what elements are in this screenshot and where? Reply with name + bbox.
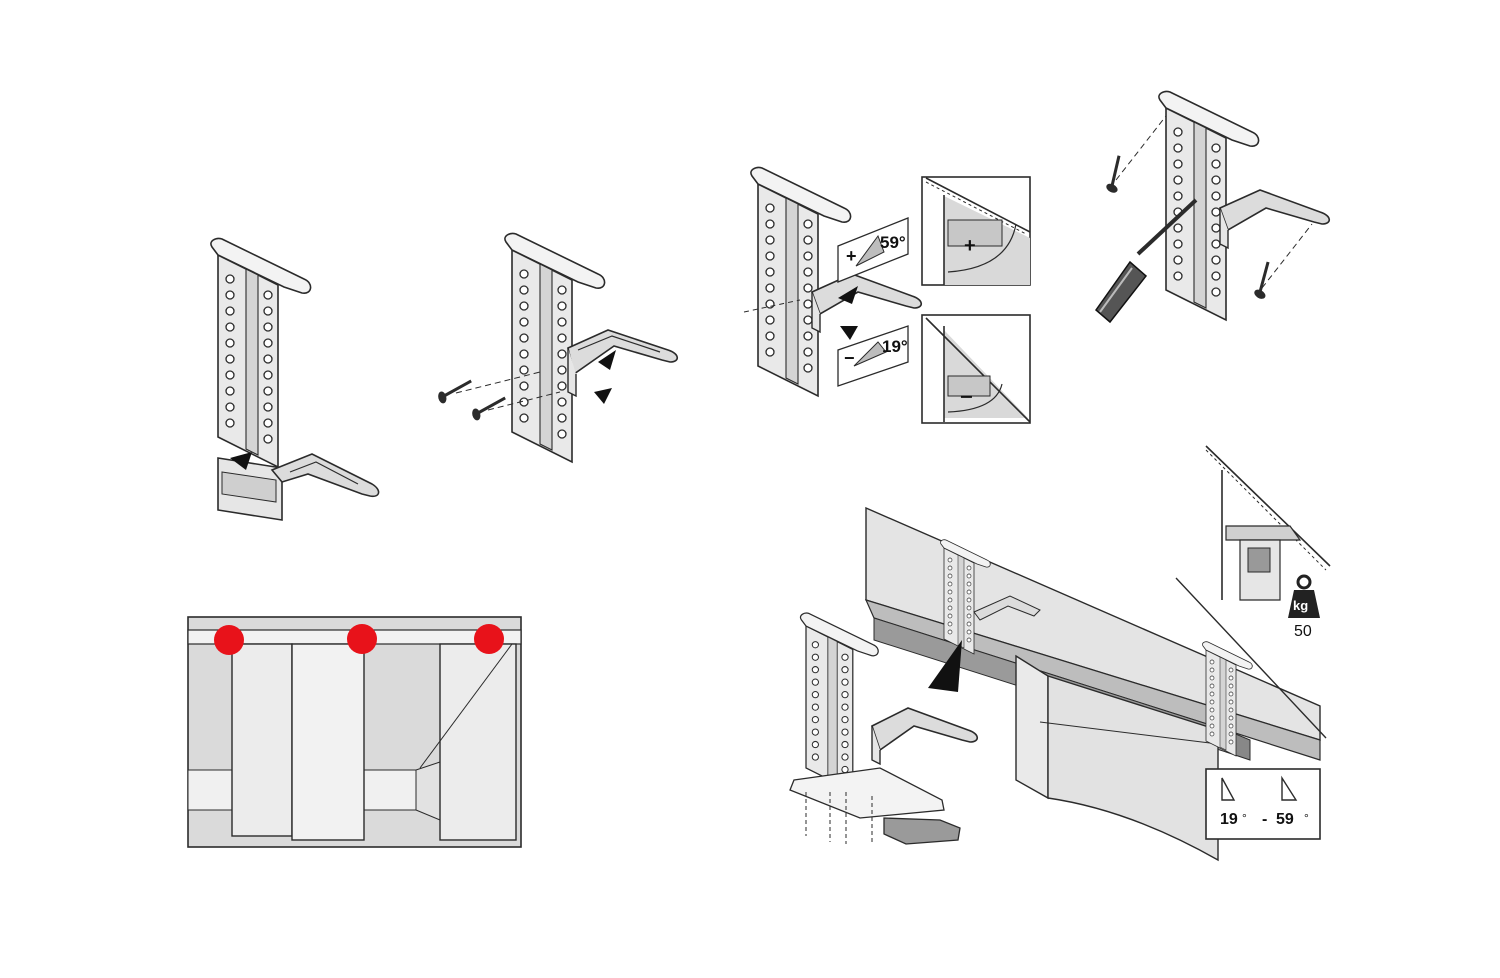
step3-down-arrow [840, 326, 858, 340]
mount-point-marker [474, 624, 504, 654]
range-max: 59 [1276, 811, 1294, 828]
angle-range-box: 19 ° - 59 ° [1205, 768, 1321, 840]
minus-sign: − [844, 348, 855, 368]
alignment-tool [789, 767, 961, 845]
cabinet-front-view [187, 616, 522, 848]
mount-point-marker [214, 625, 244, 655]
step2-bracket-arm [567, 329, 679, 398]
angle-max-tag: + 59° [837, 217, 909, 283]
weight-unit: kg [1293, 598, 1308, 613]
step3-bracket-arm [810, 273, 923, 334]
detail-box-shallow: − [921, 314, 1031, 424]
step2-up-arrow [598, 350, 616, 370]
angle-min-label: 19° [882, 337, 908, 356]
weight-icon: kg 50 [1288, 574, 1320, 640]
weight-value: 50 [1294, 623, 1312, 640]
rail-assembly-view [864, 506, 1327, 862]
degree-symbol: ° [1304, 811, 1309, 825]
step2-down-arrow [594, 388, 612, 404]
screw-icon [1248, 260, 1283, 303]
step1-bracket-arm [217, 453, 380, 521]
range-min: 19 [1220, 811, 1238, 828]
wall-section-detail [1205, 445, 1331, 601]
mount-point-marker [347, 624, 377, 654]
angle-min-tag: − 19° [837, 325, 909, 387]
detail-box-steep: + [921, 176, 1031, 286]
angle-max-label: 59° [880, 233, 906, 252]
screwdriver-icon [1094, 198, 1198, 324]
range-dash: - [1262, 811, 1267, 828]
exploded-bracket-arm [871, 707, 979, 766]
detail-minus-sign: − [960, 384, 973, 409]
step1-bracket-plate [210, 237, 312, 468]
detail-plus-sign: + [964, 235, 976, 257]
degree-symbol: ° [1242, 811, 1247, 825]
exploded-bracket [799, 612, 879, 792]
step1-insert-arrow [230, 452, 252, 470]
step4-bracket-arm [1218, 189, 1331, 250]
screw-icon [434, 379, 477, 406]
insert-arrow [928, 640, 962, 692]
screw-icon [1100, 154, 1134, 197]
plus-sign: + [846, 246, 857, 266]
step3-up-arrow [838, 286, 858, 304]
